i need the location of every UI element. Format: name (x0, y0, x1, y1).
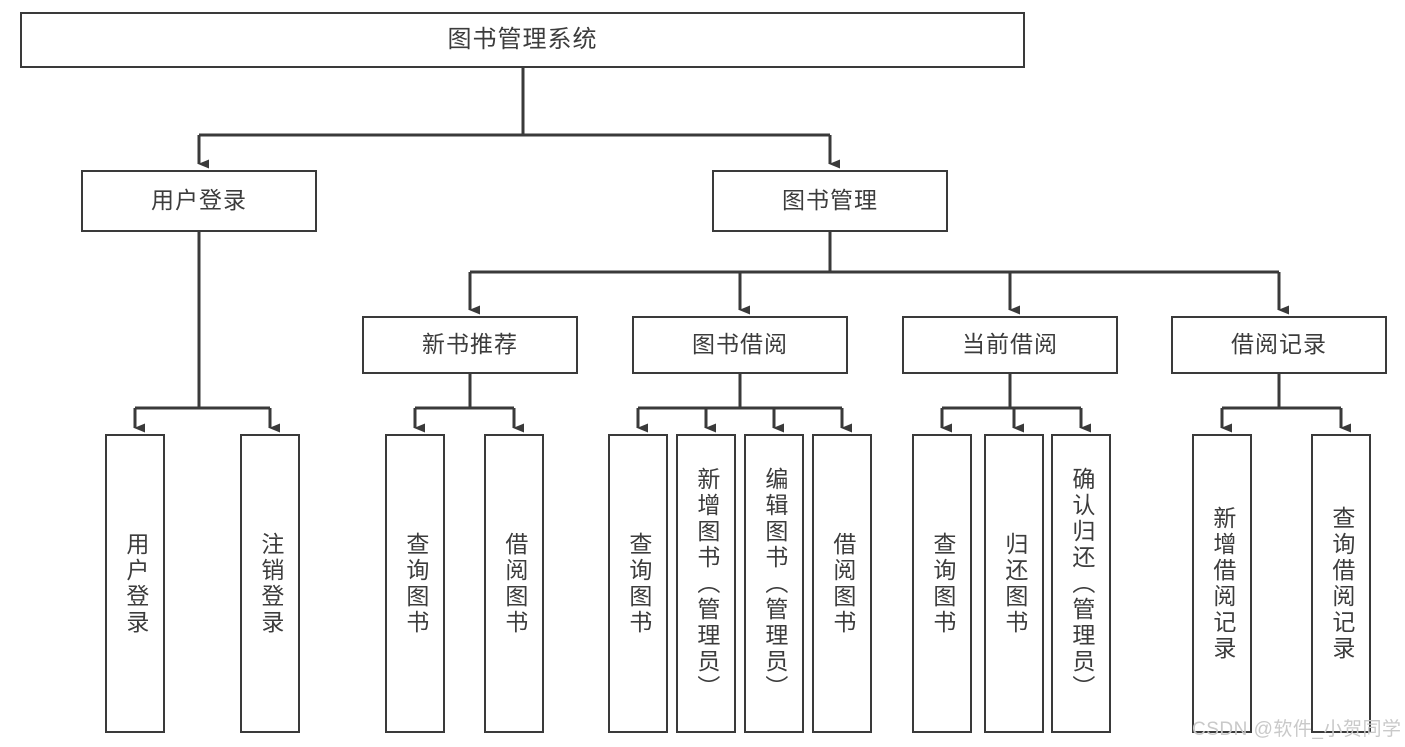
leaf-edit-book-admin[interactable]: 编辑图书（管理员） (744, 434, 804, 733)
leaf-confirm-return-admin[interactable]: 确认归还（管理员） (1051, 434, 1111, 733)
leaf-user-login[interactable]: 用户登录 (105, 434, 165, 733)
node-borrow-record[interactable]: 借阅记录 (1171, 316, 1387, 374)
leaf-query-book-recommend[interactable]: 查询图书 (385, 434, 445, 733)
node-label: 查询图书 (929, 531, 956, 636)
node-label: 新增图书（管理员） (693, 466, 720, 701)
node-label: 用户登录 (151, 187, 247, 214)
node-label: 图书借阅 (692, 331, 788, 358)
leaf-add-book-admin[interactable]: 新增图书（管理员） (676, 434, 736, 733)
node-label: 注销登录 (257, 531, 284, 636)
leaf-query-borrow-record[interactable]: 查询借阅记录 (1311, 434, 1371, 733)
node-current-borrow[interactable]: 当前借阅 (902, 316, 1118, 374)
node-label: 新增借阅记录 (1209, 505, 1236, 662)
node-label: 查询图书 (402, 531, 429, 636)
node-label: 借阅记录 (1231, 331, 1327, 358)
node-user-login[interactable]: 用户登录 (81, 170, 317, 232)
node-book-borrow[interactable]: 图书借阅 (632, 316, 848, 374)
node-book-management[interactable]: 图书管理 (712, 170, 948, 232)
leaf-query-book-borrow[interactable]: 查询图书 (608, 434, 668, 733)
node-label: 新书推荐 (422, 331, 518, 358)
node-label: 编辑图书（管理员） (761, 466, 788, 701)
leaf-return-book[interactable]: 归还图书 (984, 434, 1044, 733)
leaf-logout[interactable]: 注销登录 (240, 434, 300, 733)
node-label: 图书管理系统 (447, 25, 598, 53)
node-label: 借阅图书 (501, 531, 528, 636)
node-label: 当前借阅 (962, 331, 1058, 358)
node-label: 借阅图书 (829, 531, 856, 636)
leaf-query-book-current[interactable]: 查询图书 (912, 434, 972, 733)
node-root-system[interactable]: 图书管理系统 (20, 12, 1025, 68)
leaf-borrow-book-recommend[interactable]: 借阅图书 (484, 434, 544, 733)
node-label: 归还图书 (1001, 531, 1028, 636)
node-label: 确认归还（管理员） (1068, 466, 1095, 701)
node-label: 用户登录 (122, 531, 149, 636)
node-new-book-recommend[interactable]: 新书推荐 (362, 316, 578, 374)
leaf-borrow-book[interactable]: 借阅图书 (812, 434, 872, 733)
node-label: 查询借阅记录 (1328, 505, 1355, 662)
leaf-add-borrow-record[interactable]: 新增借阅记录 (1192, 434, 1252, 733)
node-label: 查询图书 (625, 531, 652, 636)
node-label: 图书管理 (782, 187, 878, 214)
